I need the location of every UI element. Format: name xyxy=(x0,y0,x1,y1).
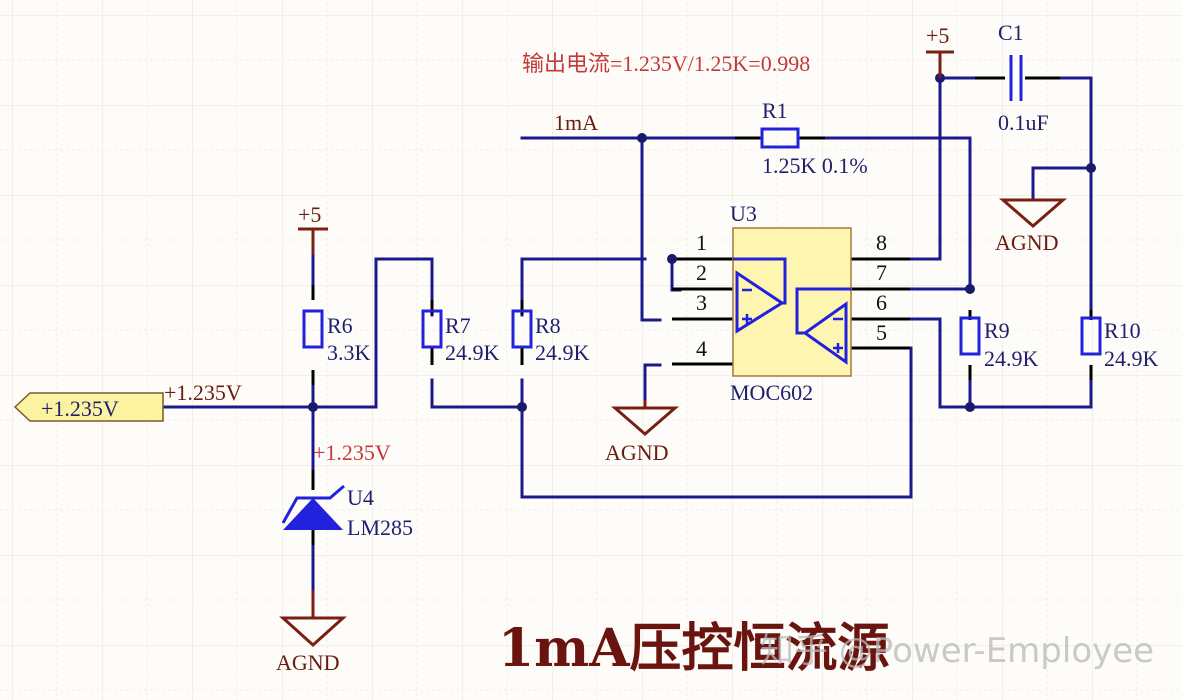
junction-dot xyxy=(517,402,527,412)
pin-number: 7 xyxy=(876,260,887,285)
resistor-r9[interactable] xyxy=(959,316,981,356)
wire-pin3 xyxy=(640,136,662,322)
junction-dot xyxy=(1086,163,1096,173)
wire-r1-r9 xyxy=(798,136,972,292)
r10-value: 24.9K xyxy=(1104,346,1159,371)
wire-c1-agnd xyxy=(1031,166,1093,202)
u4-value: LM285 xyxy=(347,515,413,540)
opamp-a xyxy=(735,270,785,334)
wire-c1-right xyxy=(1058,76,1093,317)
agnd-symbol xyxy=(610,400,680,436)
wire-pin6 xyxy=(908,317,1093,409)
wire-r8-top xyxy=(520,257,647,317)
wire-input-r7 xyxy=(163,257,434,409)
opamp-a-signs xyxy=(742,288,752,324)
pin-number: 2 xyxy=(696,260,707,285)
junction-dot xyxy=(667,254,677,264)
r6-value: 3.3K xyxy=(327,340,371,365)
formula-note: 输出电流=1.235V/1.25K=0.998 xyxy=(522,51,810,76)
wire-pin8 xyxy=(908,76,942,261)
agnd-label: AGND xyxy=(276,650,340,675)
port-shape xyxy=(13,392,164,422)
junction-dot xyxy=(308,402,318,412)
pin-number: 6 xyxy=(876,290,887,315)
net-label-input: +1.235V xyxy=(164,380,242,405)
schematic-title: 1mA压控恒流源 xyxy=(498,618,890,679)
vcc-symbol xyxy=(298,227,328,255)
resistor-r8[interactable] xyxy=(511,309,533,349)
input-port[interactable] xyxy=(13,392,164,422)
power-label-plus5: +5 xyxy=(298,202,321,227)
pin-number: 5 xyxy=(876,320,887,345)
pin-number: 8 xyxy=(876,230,887,255)
agnd-label: AGND xyxy=(995,230,1059,255)
net-label-reference: +1.235V xyxy=(313,440,391,465)
resistor-r6[interactable] xyxy=(302,309,324,349)
agnd-symbol xyxy=(998,198,1068,228)
pin-number: 1 xyxy=(696,230,707,255)
r10-ref: R10 xyxy=(1104,318,1141,343)
r9-ref: R9 xyxy=(984,318,1010,343)
resistor-r1[interactable] xyxy=(760,127,800,149)
pin-number: 4 xyxy=(696,336,707,361)
zener-triangle xyxy=(283,498,343,530)
input-port-label: +1.235V xyxy=(41,396,119,421)
opamp-a-feedback xyxy=(733,257,787,305)
wire-pin4 xyxy=(643,363,662,402)
capacitor-c1[interactable] xyxy=(1009,55,1023,101)
junction-dot xyxy=(965,402,975,412)
resistor-r7[interactable] xyxy=(421,309,443,349)
agnd-label: AGND xyxy=(605,440,669,465)
opamp-b-feedback xyxy=(795,287,851,335)
u3-pin-numbers: 1 2 3 4 5 6 7 8 xyxy=(696,230,887,361)
pin-number: 3 xyxy=(696,290,707,315)
opamp-b xyxy=(802,301,848,365)
watermark: 知乎 @Power-Employee xyxy=(760,631,1154,671)
r9-value: 24.9K xyxy=(984,346,1039,371)
ic-u3[interactable] xyxy=(732,227,852,377)
r8-value: 24.9K xyxy=(535,340,590,365)
net-label-1ma: 1mA xyxy=(554,110,598,135)
u3-ref: U3 xyxy=(730,201,757,226)
wire-r7-r8 xyxy=(430,378,524,409)
r1-value: 1.25K 0.1% xyxy=(762,153,868,178)
u3-value: MOC602 xyxy=(730,380,813,405)
power-label-plus5: +5 xyxy=(926,23,949,48)
junction-dot xyxy=(965,284,975,294)
r8-ref: R8 xyxy=(535,313,561,338)
power-symbols xyxy=(279,50,1068,648)
zener-u4[interactable] xyxy=(281,484,345,530)
r7-value: 24.9K xyxy=(445,340,500,365)
vcc-symbol xyxy=(926,50,954,78)
r1-ref: R1 xyxy=(762,98,788,123)
opamp-b-signs xyxy=(833,317,843,353)
resistor-r10[interactable] xyxy=(1080,316,1102,356)
zener-bar xyxy=(281,484,345,524)
c1-ref: C1 xyxy=(998,20,1024,45)
c1-value: 0.1uF xyxy=(998,110,1049,135)
r6-ref: R6 xyxy=(327,313,353,338)
u4-ref: U4 xyxy=(347,485,374,510)
r7-ref: R7 xyxy=(445,313,471,338)
agnd-symbol xyxy=(279,590,347,648)
junction-dot xyxy=(637,133,647,143)
